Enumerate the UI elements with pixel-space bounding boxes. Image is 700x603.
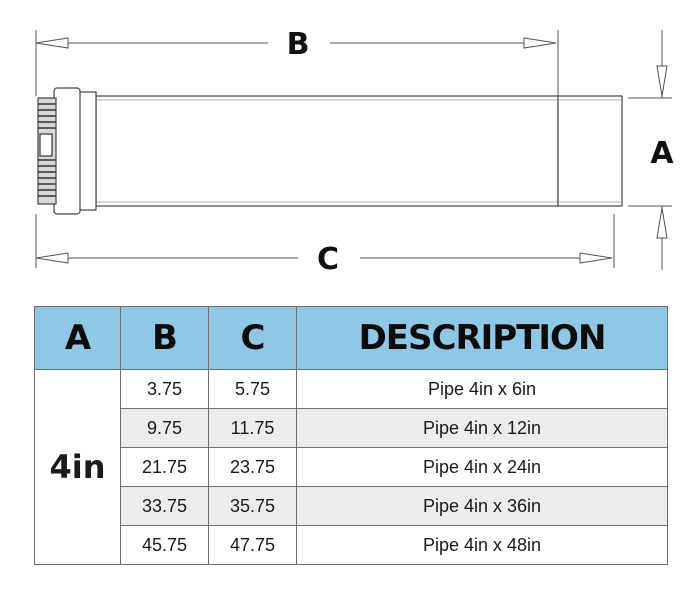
size-cell: 4in	[34, 369, 121, 565]
cell-description: Pipe 4in x 6in	[296, 369, 668, 409]
table-row: 9.75 11.75 Pipe 4in x 12in	[35, 408, 668, 448]
cell-description: Pipe 4in x 36in	[296, 486, 668, 526]
arrow-a-top	[656, 65, 668, 97]
arrow-b-left	[35, 37, 69, 49]
table-row: 33.75 35.75 Pipe 4in x 36in	[35, 486, 668, 526]
dim-label-c: C	[317, 242, 339, 277]
cell-description: Pipe 4in x 12in	[296, 408, 668, 448]
cell-b: 21.75	[120, 447, 209, 487]
arrow-b-right	[523, 37, 557, 49]
pipe-dimension-drawing: B C A	[35, 27, 674, 277]
pipe-collar	[77, 91, 97, 211]
header-description: DESCRIPTION	[296, 306, 668, 370]
arrow-c-left	[35, 252, 69, 264]
table-row: 4in 3.75 5.75 Pipe 4in x 6in	[34, 369, 668, 565]
cell-c: 35.75	[208, 486, 297, 526]
cell-c: 5.75	[208, 369, 297, 409]
dim-label-b: B	[287, 27, 310, 62]
cell-c: 11.75	[208, 408, 297, 448]
cell-b: 33.75	[120, 486, 209, 526]
table-row: 21.75 23.75 Pipe 4in x 24in	[35, 447, 668, 487]
pipe-end-sleeve	[557, 95, 623, 207]
cell-c: 47.75	[208, 525, 297, 565]
cell-description: Pipe 4in x 48in	[296, 525, 668, 565]
cell-b: 45.75	[120, 525, 209, 565]
table-header-row: A B C DESCRIPTION	[34, 306, 668, 370]
dimension-table: A B C DESCRIPTION 4in 3.75 5.75 Pipe 4in…	[34, 306, 668, 565]
header-c: C	[208, 306, 297, 370]
pipe-illustration	[37, 87, 623, 215]
arrow-a-bottom	[656, 207, 668, 239]
pipe-coupler	[53, 87, 81, 215]
pipe-body	[95, 95, 559, 207]
pipe-band-ribs	[38, 103, 56, 197]
dim-label-a: A	[650, 136, 674, 171]
header-a: A	[34, 306, 121, 370]
table-row: 45.75 47.75 Pipe 4in x 48in	[35, 525, 668, 565]
cell-b: 3.75	[120, 369, 209, 409]
header-b: B	[120, 306, 209, 370]
pipe-band-latch	[39, 133, 53, 157]
cell-c: 23.75	[208, 447, 297, 487]
cell-description: Pipe 4in x 24in	[296, 447, 668, 487]
cell-b: 9.75	[120, 408, 209, 448]
arrow-c-right	[579, 252, 613, 264]
